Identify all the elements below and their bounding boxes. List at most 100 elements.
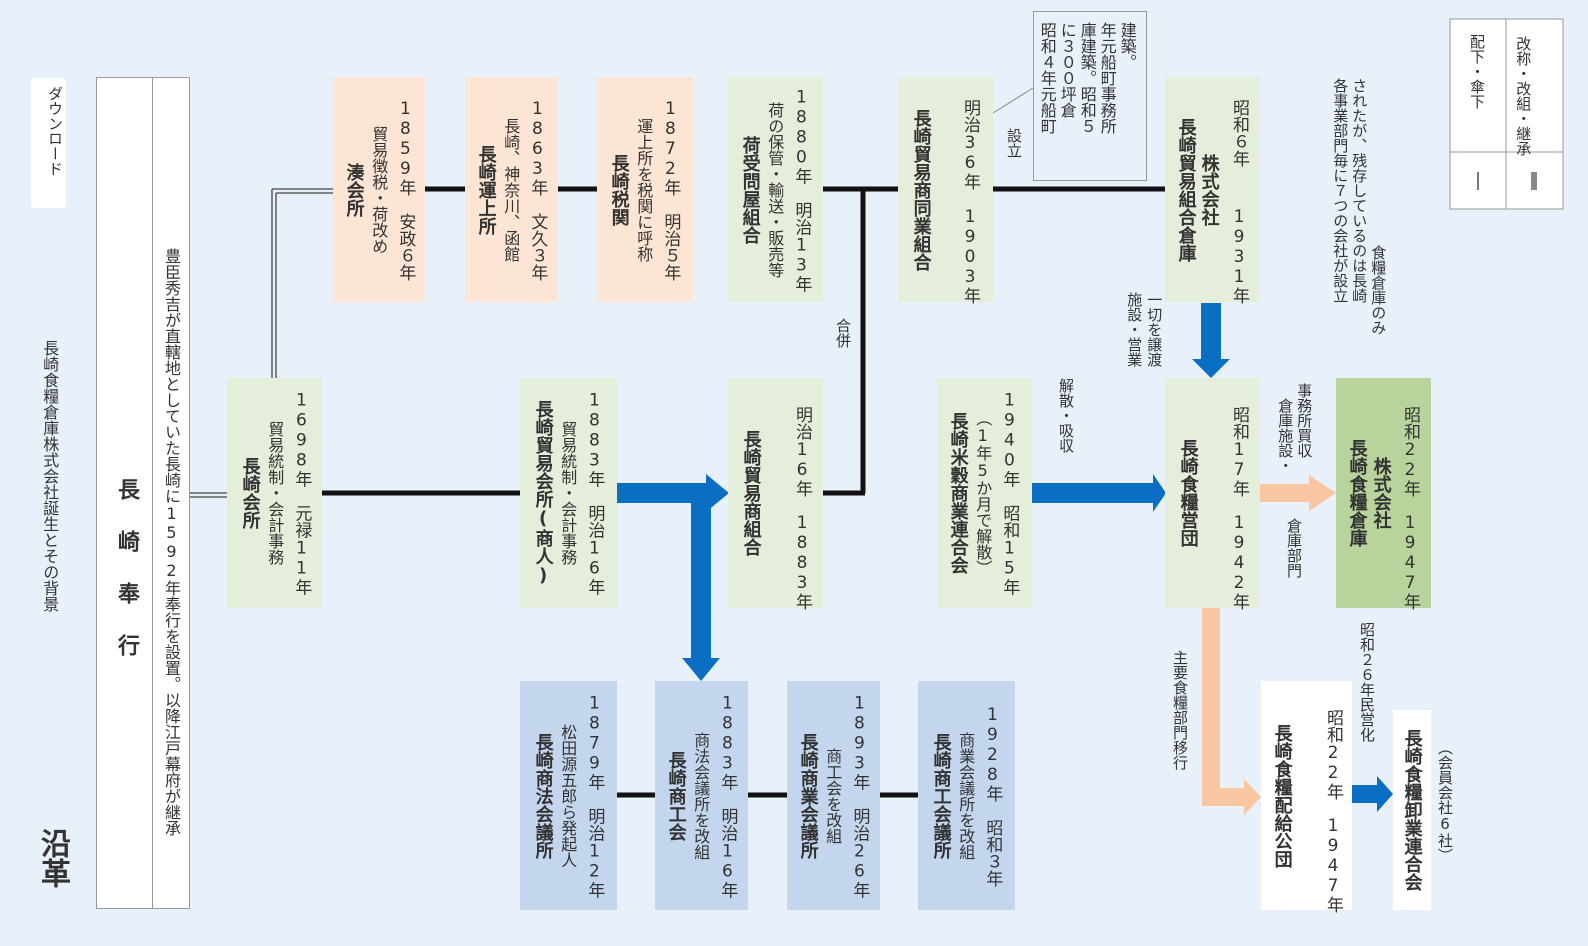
bugyo-box: 長 崎 奉 行 豊臣秀吉が直轄地としていた長崎に1592年奉行を設置。以降江戸幕… bbox=[96, 77, 190, 909]
node-title-2: 株式会社 bbox=[1198, 153, 1220, 226]
node-year-1: 1942年 bbox=[1229, 513, 1249, 610]
double-line-minato bbox=[271, 188, 333, 378]
node-boeki-kaisho: 長崎貿易会所(商人) 貿易統制・会計事務 1883年 明治16年 bbox=[520, 378, 617, 608]
node-desc: 松田源五郎ら発起人 bbox=[558, 723, 578, 868]
bugyo-name: 長 崎 奉 行 bbox=[114, 478, 139, 660]
node-title: 長崎商法会議所 bbox=[532, 732, 554, 859]
label-joto-2: 一切を譲渡 bbox=[1145, 292, 1164, 367]
node-year-2: 昭和22年 bbox=[1323, 709, 1343, 800]
label-kaku-1: 各事業部門毎に７つの会社が設立 bbox=[1331, 78, 1350, 303]
node-title: 長崎会所 bbox=[239, 457, 261, 529]
label-kaishu-2: 事務所買収 bbox=[1295, 383, 1314, 458]
node-zeikan: 長崎税関 運上所を税関に呼称 1872年 明治５年 bbox=[597, 77, 693, 302]
node-title: 長崎税関 bbox=[608, 153, 630, 226]
node-title: 長崎食糧配給公団 bbox=[1271, 723, 1293, 868]
node-year: 1883年 明治16年 bbox=[717, 693, 738, 898]
label-setsuritsu: 設立 bbox=[1005, 128, 1023, 158]
node-desc: （1年5か月で解散） bbox=[973, 410, 993, 576]
node-desc: 長崎、神奈川、函館 bbox=[501, 117, 521, 262]
node-year: 1879年 明治12年 bbox=[584, 693, 605, 898]
node-kumiai-soko: 長崎貿易組合倉庫 株式会社 1931年 昭和６年 bbox=[1165, 77, 1260, 304]
blue-arrows bbox=[617, 303, 1393, 812]
node-title: 長崎貿易商同業組合 bbox=[910, 108, 932, 271]
label-kaku-2: されたが、残存しているのは長崎 bbox=[1350, 78, 1369, 303]
node-year-1: 1947年 bbox=[1400, 513, 1420, 610]
node-desc: 貿易徴税・荷改め bbox=[369, 125, 389, 254]
node-final: 長崎食糧倉庫 株式会社 1947年 昭和22年 bbox=[1336, 378, 1431, 610]
note-line-1: 昭和４年元船町 bbox=[1037, 22, 1057, 134]
note-line-2: に３００坪倉 bbox=[1057, 22, 1077, 118]
node-title-2: 株式会社 bbox=[1370, 457, 1392, 529]
node-desc: 荷の保管・輸送・販売等 bbox=[765, 101, 785, 278]
node-nagasaki-kaisho: 長崎会所 貿易統制・会計事務 1698年 元禄11年 bbox=[227, 378, 322, 608]
node-year: 1940年 昭和15年 bbox=[999, 390, 1020, 596]
node-year: 1883年 明治16年 bbox=[584, 390, 605, 596]
label-kaisan: 解散・吸収 bbox=[1057, 378, 1075, 453]
note-line-3: 庫建築。昭和５ bbox=[1077, 22, 1097, 134]
node-year-1: 1883年 bbox=[792, 513, 812, 610]
node-minato-kaisho: 湊会所 貿易徴税・荷改め 1859年 安政６年 bbox=[333, 77, 425, 302]
node-boeki-shokumiai: 長崎貿易商組合 1883年 明治16年 bbox=[728, 378, 823, 610]
node-year: 1863年 文久３年 bbox=[527, 98, 548, 281]
node-title: 長崎商工会議所 bbox=[930, 732, 952, 859]
page-subtitle: 長崎食糧倉庫株式会社誕生とその背景 bbox=[40, 340, 60, 612]
label-kaishu-1: 倉庫施設・ bbox=[1276, 398, 1295, 473]
node-year: 1872年 明治５年 bbox=[660, 98, 681, 281]
node-desc: 商工会を改組 bbox=[823, 747, 843, 844]
note-line-4: 年元船町事務所 bbox=[1097, 22, 1117, 134]
label-gappei: 合併 bbox=[834, 318, 852, 348]
download-label: ダウンロード bbox=[46, 86, 64, 176]
peach-arrows bbox=[1202, 475, 1336, 815]
page-title: 沿革 bbox=[35, 828, 70, 888]
note-box: 昭和４年元船町 に３００坪倉 庫建築。昭和５ 年元船町事務所 建築。 bbox=[1033, 11, 1147, 181]
node-desc: 商業会議所を改組 bbox=[956, 731, 976, 860]
node-desc: 貿易統制・会計事務 bbox=[558, 421, 578, 565]
node-oroshi: 長崎食糧卸業連合会 bbox=[1393, 710, 1431, 910]
node-year-1: 1947年 bbox=[1323, 816, 1343, 913]
node-year-2: 明治36年 bbox=[960, 99, 980, 190]
bugyo-note: 豊臣秀吉が直轄地としていた長崎に1592年奉行を設置。以降江戸幕府が継承 bbox=[162, 248, 181, 836]
node-shoko-kaigisho: 長崎商工会議所 商業会議所を改組 1928年 昭和３年 bbox=[918, 681, 1015, 910]
node-unjosho: 長崎運上所 長崎、神奈川、函館 1863年 文久３年 bbox=[465, 77, 558, 302]
node-year-2: 明治16年 bbox=[792, 406, 812, 497]
node-year: 1928年 昭和３年 bbox=[982, 704, 1003, 887]
download-button[interactable]: ダウンロード bbox=[31, 78, 66, 208]
node-doyo: 長崎貿易商同業組合 1903年 明治36年 bbox=[898, 77, 993, 304]
node-year: 1880年 明治13年 bbox=[791, 87, 812, 292]
node-title: 長崎商工会 bbox=[665, 750, 687, 841]
legend-thick-label: 改称・改組・継承 bbox=[1514, 36, 1532, 156]
node-title: 長崎運上所 bbox=[475, 144, 497, 235]
node-year: 1893年 明治26年 bbox=[849, 693, 870, 898]
node-eidan: 長崎食糧営団 1942年 昭和17年 bbox=[1165, 378, 1260, 610]
note-leader bbox=[992, 87, 1034, 114]
node-title: 荷受問屋組合 bbox=[739, 135, 761, 244]
node-year: 1698年 元禄11年 bbox=[291, 390, 312, 596]
node-kodan: 長崎食糧配給公団 1947年 昭和22年 bbox=[1261, 681, 1352, 913]
node-year-2: 昭和22年 bbox=[1400, 406, 1420, 497]
node-title: 長崎貿易会所(商人) bbox=[532, 400, 554, 586]
node-year: 1859年 安政６年 bbox=[395, 98, 416, 281]
note-line-5: 建築。 bbox=[1117, 22, 1137, 70]
label-minei: 昭和２６年民営化 bbox=[1358, 622, 1376, 742]
node-beikoku: 長崎米穀商業連合会 （1年5か月で解散） 1940年 昭和15年 bbox=[937, 378, 1032, 608]
legend-thin-label: 配下・傘下 bbox=[1468, 34, 1486, 109]
node-title: 長崎食糧卸業連合会 bbox=[1401, 729, 1423, 891]
node-title-1: 長崎貿易組合倉庫 bbox=[1175, 117, 1197, 262]
node-niuke: 荷受問屋組合 荷の保管・輸送・販売等 1880年 明治13年 bbox=[728, 77, 823, 302]
double-line-bugyo bbox=[190, 492, 227, 498]
node-title: 長崎米穀商業連合会 bbox=[947, 412, 969, 574]
legend-table bbox=[1449, 18, 1564, 210]
node-title: 湊会所 bbox=[343, 162, 365, 217]
node-title: 長崎食糧営団 bbox=[1177, 439, 1199, 547]
oroshi-note: （会員会社6社） bbox=[1436, 740, 1454, 863]
node-title: 長崎商業会議所 bbox=[797, 732, 819, 859]
node-year-2: 昭和17年 bbox=[1229, 406, 1249, 497]
label-joto-1: 施設・営業 bbox=[1125, 292, 1144, 367]
node-hosho: 長崎商法会議所 松田源五郎ら発起人 1879年 明治12年 bbox=[520, 681, 617, 910]
node-year-1: 1903年 bbox=[960, 207, 980, 304]
node-desc: 貿易統制・会計事務 bbox=[265, 421, 285, 565]
node-desc: 商法会議所を改組 bbox=[691, 731, 711, 860]
label-sokobumon: 倉庫部門 bbox=[1285, 518, 1303, 578]
node-year-1: 1931年 bbox=[1229, 207, 1249, 304]
